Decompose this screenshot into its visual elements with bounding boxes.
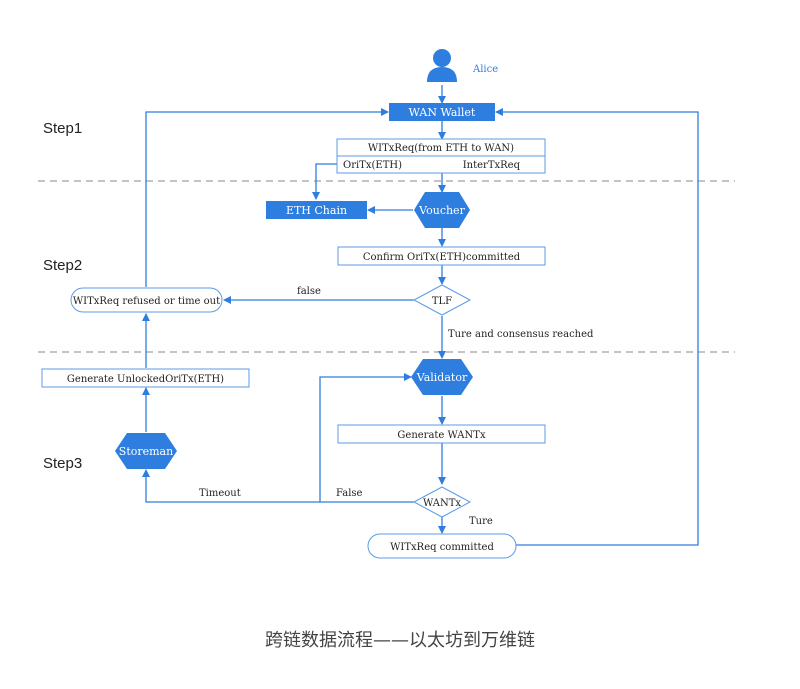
edge-wantx-storeman — [142, 469, 320, 503]
node-gen-unlocked — [41, 368, 250, 388]
edge-label-false2: False — [336, 488, 363, 499]
edge-label-timeout: Timeout — [199, 488, 241, 499]
node-confirm-label: Confirm OriTx(ETH)committed — [363, 252, 521, 263]
user-icon — [427, 49, 457, 82]
node-tlf-label: TLF — [432, 296, 452, 307]
node-intertxreq-label: InterTxReq — [463, 160, 521, 171]
edge-refused-wallet — [145, 108, 389, 287]
node-refused — [70, 287, 223, 313]
node-tlf — [412, 284, 472, 316]
step-1-label: Step1 — [43, 120, 82, 137]
node-committed — [367, 533, 517, 559]
edge-oritx-ethchain — [312, 163, 337, 200]
step-2-label: Step2 — [43, 257, 82, 274]
edge-label-ture2: Ture — [469, 516, 493, 527]
figure-caption: 跨链数据流程——以太坊到万维链 — [265, 630, 535, 651]
node-validator-label: Validator — [416, 371, 468, 384]
node-eth-chain — [266, 201, 367, 219]
node-gen-unlocked-label: Generate UnlockedOriTx(ETH) — [67, 374, 224, 385]
node-committed-label: WITxReq committed — [390, 542, 494, 553]
node-gen-wantx — [337, 424, 546, 444]
node-voucher-label: Voucher — [418, 204, 465, 217]
node-storeman — [115, 433, 177, 469]
node-storeman-label: Storeman — [119, 445, 173, 458]
node-wantx-label: WANTx — [423, 498, 461, 509]
node-wantx — [412, 486, 472, 518]
node-eth-chain-label: ETH Chain — [286, 204, 347, 217]
edge-committed-wallet — [495, 108, 699, 546]
node-confirm — [337, 246, 546, 266]
node-wan-wallet-label: WAN Wallet — [409, 106, 476, 119]
step-3-label: Step3 — [43, 455, 82, 472]
node-oritx-label: OriTx(ETH) — [343, 160, 402, 171]
edge-wantx-validator — [319, 373, 414, 503]
node-voucher — [414, 192, 470, 228]
node-witxreq-label: WITxReq(from ETH to WAN) — [368, 143, 514, 154]
node-validator — [411, 359, 473, 395]
node-wan-wallet — [389, 103, 495, 121]
node-gen-wantx-label: Generate WANTx — [397, 430, 486, 441]
node-refused-label: WITxReq refused or time out — [73, 296, 220, 307]
actor-name: Alice — [472, 64, 498, 75]
edge-label-false: false — [297, 286, 321, 297]
edge-label-ture: Ture and consensus reached — [448, 329, 594, 340]
